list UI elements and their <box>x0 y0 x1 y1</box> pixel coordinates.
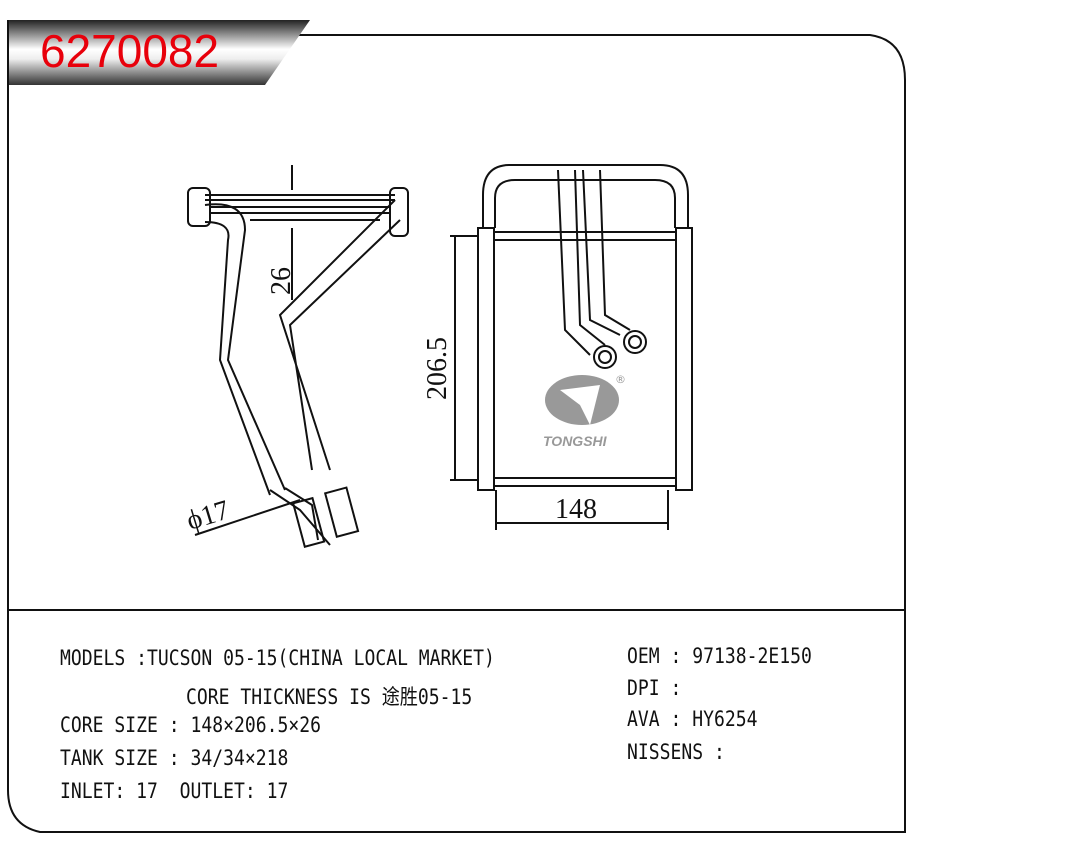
height-dimension: 206.5 <box>422 337 453 400</box>
spec-dpi: DPI : <box>627 676 682 700</box>
tongshi-logo: TONGSHI ® <box>543 373 626 449</box>
pipe-diameter-dimension: ϕ17 <box>183 495 233 537</box>
spec-oem: OEM : 97138-2E150 <box>627 644 812 668</box>
spec-models: MODELS :TUCSON 05-15(CHINA LOCAL MARKET) <box>60 646 495 670</box>
spec-inlet-outlet: INLET: 17 OUTLET: 17 <box>60 779 289 803</box>
part-number-banner <box>8 20 310 85</box>
spec-ava: AVA : HY6254 <box>627 707 758 731</box>
spec-nissens: NISSENS : <box>627 740 725 764</box>
svg-text:®: ® <box>615 373 626 386</box>
heater-side-view <box>187 165 409 548</box>
spec-core-size: CORE SIZE : 148×206.5×26 <box>60 713 321 737</box>
svg-text:TONGSHI: TONGSHI <box>543 433 608 449</box>
heater-front-view <box>450 164 693 530</box>
part-number: 6270082 <box>40 25 220 77</box>
width-dimension: 148 <box>555 494 597 525</box>
spec-tank-size: TANK SIZE : 34/34×218 <box>60 746 289 770</box>
thickness-dimension: 26 <box>266 267 297 295</box>
spec-models-line2: CORE THICKNESS IS 途胜05-15 <box>186 685 473 709</box>
frame-border <box>7 34 906 833</box>
